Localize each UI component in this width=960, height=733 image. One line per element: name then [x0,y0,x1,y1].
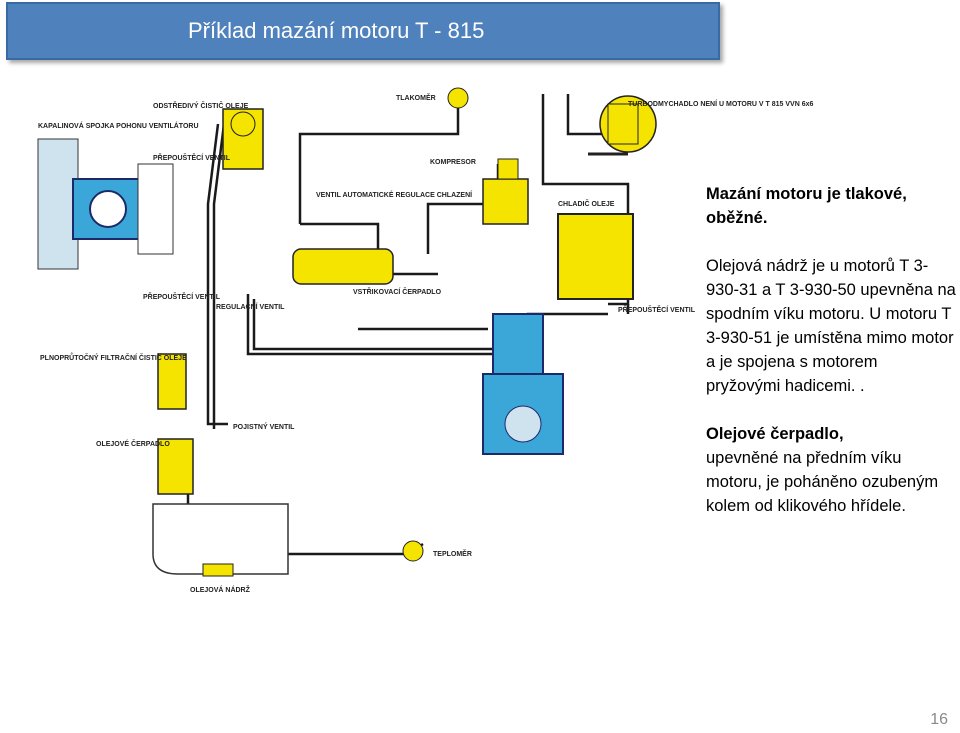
turbocharger-icon [588,95,657,156]
label-prepousteci-2: PŘEPOUŠTĚCÍ VENTIL [143,292,221,301]
oil-cooler-icon [557,213,634,300]
label-plnopruto: PLNOPRŮTOČNÝ FILTRAČNÍ ČISTIČ OLEJE [40,352,187,362]
label-prepousteci-3: PŘEPOUŠTĚCÍ VENTIL [618,305,696,314]
piston-block-icon [482,313,564,455]
centrifugal-cleaner-icon [222,108,264,170]
label-chladic: CHLADIČ OLEJE [558,199,615,208]
label-turbo: TURBODMYCHADLO NENÍ U MOTORU V T 815 VVN… [628,99,814,108]
label-vstrikovaci: VSTŘIKOVACÍ ČERPADLO [353,287,442,296]
label-regulacni: REGULAČNÍ VENTIL [216,302,285,311]
compressor-icon [482,158,529,225]
thermometer-icon [402,540,424,562]
injection-pump-icon [292,248,394,285]
pressure-gauge-icon [447,87,469,109]
paragraph-tank: Olejová nádrž je u motorů T 3-930-31 a T… [706,257,956,395]
label-odstredivy: ODSTŘEDIVÝ ČISTIČ OLEJE [153,101,249,110]
label-olejova-nadrz: OLEJOVÁ NÁDRŽ [190,585,251,594]
page-number: 16 [930,711,948,728]
fan-coupling-icon [37,138,174,270]
label-ventil-auto: VENTIL AUTOMATICKÉ REGULACE CHLAZENÍ [316,190,473,199]
paragraph-pump: upevněné na předním víku motoru, je pohá… [706,449,939,515]
label-olejove-cerpadlo: OLEJOVÉ ČERPADLO [96,439,170,448]
label-kapalinova: KAPALINOVÁ SPOJKA POHONU VENTILÁTORU [38,121,199,130]
label-kompresor: KOMPRESOR [430,159,476,166]
paragraph-pump-title: Olejové čerpadlo, [706,425,844,443]
oil-pump-icon [157,438,194,495]
lubrication-diagram: KAPALINOVÁ SPOJKA POHONU VENTILÁTORU ODS… [37,87,814,594]
label-pojistny: POJISTNÝ VENTIL [233,422,295,431]
label-teplomer: TEPLOMĚR [433,549,472,558]
oil-filter-icon [157,353,187,410]
page-title: Příklad mazání motoru T - 815 [188,18,485,43]
paragraph-intro: Mazání motoru je tlakové, oběžné. [706,185,907,227]
title-bar: Příklad mazání motoru T - 815 [6,2,720,60]
description-text: Mazání motoru je tlakové, oběžné. Olejov… [706,182,956,518]
oil-tank-icon [152,503,289,577]
label-tlakomer: TLAKOMĚR [396,93,436,102]
label-prepousteci-1: PŘEPOUŠTĚCÍ VENTIL [153,153,231,162]
